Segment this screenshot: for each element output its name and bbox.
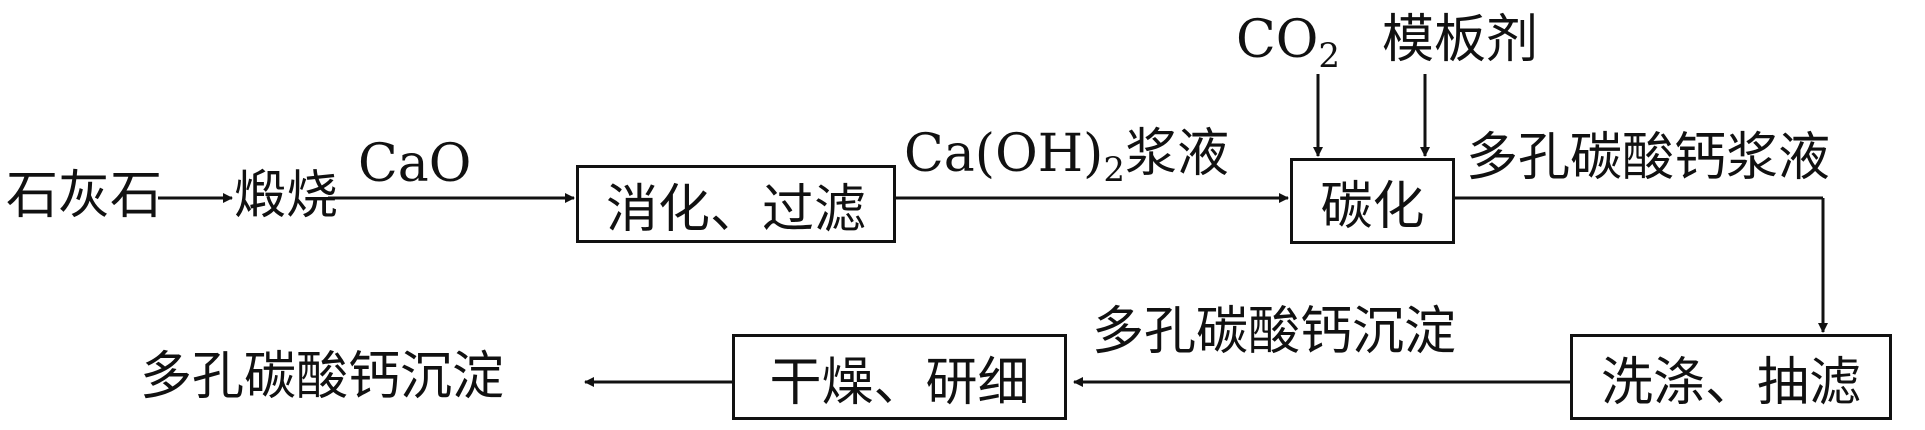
edge-label-porous-slurry: 多孔碳酸钙浆液 (1466, 128, 1831, 188)
co2-subscript: 2 (1318, 36, 1341, 76)
edge-label-caoh2-slurry: Ca(OH)2浆液 (904, 128, 1229, 187)
node-calcine: 煅烧 (234, 166, 339, 226)
node-dry-grind: 干燥、研细 (732, 334, 1067, 420)
input-co2: CO2 (1236, 14, 1340, 73)
node-limestone: 石灰石 (6, 166, 163, 226)
edge-label-cao: CaO (358, 134, 472, 194)
node-wash-filter: 洗涤、抽滤 (1570, 334, 1892, 420)
edge-caoh2-text: Ca(OH) (904, 124, 1104, 184)
node-carbonize: 碳化 (1290, 158, 1455, 244)
node-slake-filter: 消化、过滤 (576, 165, 896, 243)
co2-text: CO (1236, 10, 1319, 70)
input-template-agent: 模板剂 (1382, 10, 1539, 70)
node-final-product: 多孔碳酸钙沉淀 (140, 347, 505, 407)
edge-caoh2-subscript: 2 (1103, 150, 1125, 190)
edge-caoh2-slurry-text: 浆液 (1124, 124, 1229, 184)
edge-label-porous-precipitate: 多孔碳酸钙沉淀 (1092, 302, 1457, 362)
